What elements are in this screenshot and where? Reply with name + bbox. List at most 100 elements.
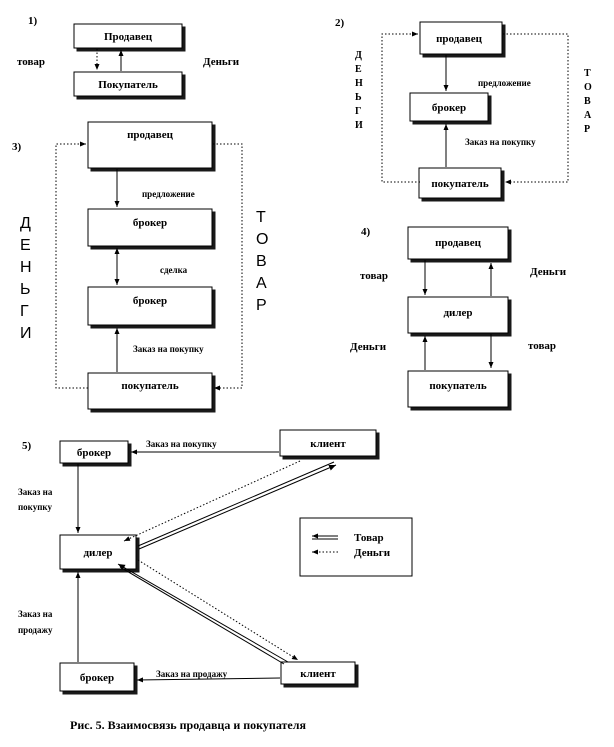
d3-buyer-box	[87, 372, 213, 410]
d2-seller-label: продавец	[436, 33, 483, 45]
diagram-1: 1) Продавец Покупатель товар Деньги	[17, 15, 240, 97]
svg-text:Г: Г	[20, 303, 29, 320]
d5-buy-order-top-label: Заказ на покупку	[146, 439, 217, 449]
d2-offer-label: предложение	[478, 78, 531, 88]
figure-caption: Рис. 5. Взаимосвязь продавца и покупател…	[70, 718, 306, 732]
d2-seller-box	[419, 21, 503, 55]
svg-text:И: И	[20, 325, 32, 342]
diagram-4: 4) продавец дилер покупатель товар Деньг…	[350, 226, 567, 408]
d5-goods-dealer-to-client-top-a	[137, 461, 335, 547]
d3-broker1-box	[87, 208, 213, 247]
d5-broker-top-box	[59, 440, 129, 464]
d4-buyer-box	[407, 370, 509, 408]
d2-goods-vertical-label: Т О В А Р	[584, 68, 592, 135]
d5-legend-box	[299, 517, 413, 577]
d4-top-right-label: Деньги	[530, 266, 567, 278]
diagram-1-number: 1)	[28, 15, 38, 27]
d1-goods-label: товар	[17, 56, 45, 68]
d2-broker-label: брокер	[432, 102, 466, 114]
d3-seller-label: продавец	[127, 129, 174, 141]
d5-client-bottom-label: клиент	[300, 668, 336, 680]
d2-money-vertical-label: Д Е Н Ь Г И	[355, 50, 363, 131]
diagram-2-number: 2)	[335, 17, 345, 29]
d3-money-loop	[55, 141, 88, 389]
svg-text:Е: Е	[355, 64, 362, 75]
svg-text:Г: Г	[355, 106, 361, 117]
d5-client-top-label: клиент	[310, 438, 346, 450]
d3-buyer-label: покупатель	[121, 380, 179, 392]
svg-text:О: О	[584, 82, 592, 93]
d2-broker-box	[409, 92, 489, 122]
d5-sell-order-left-line2: продажу	[18, 625, 53, 635]
d5-sell-order-left-line1: Заказ на	[18, 609, 53, 619]
diagram-3-number: 3)	[12, 141, 22, 153]
d1-money-label: Деньги	[203, 56, 240, 68]
diagram-5-number: 5)	[22, 440, 32, 452]
svg-text:О: О	[256, 231, 268, 248]
svg-text:И: И	[355, 120, 363, 131]
d5-legend-goods-label: Товар	[354, 532, 384, 544]
d3-broker2-box	[87, 286, 213, 326]
d5-buy-order-left-line2: покупку	[18, 502, 52, 512]
d3-deal-label: сделка	[160, 265, 188, 275]
svg-text:Н: Н	[20, 259, 32, 276]
d5-broker-bottom-label: брокер	[80, 672, 114, 684]
d5-money-client-top-to-dealer	[123, 460, 301, 542]
d2-money-loop	[381, 31, 420, 183]
d1-seller-label: Продавец	[104, 31, 153, 43]
d4-top-left-label: товар	[360, 270, 388, 282]
d4-buyer-label: покупатель	[429, 380, 487, 392]
d3-broker2-label: брокер	[133, 295, 167, 307]
d5-sell-order-bottom-arrow	[136, 677, 281, 683]
d3-money-vertical-label: Д Е Н Ь Г И	[20, 215, 32, 342]
svg-text:Р: Р	[256, 297, 267, 314]
d5-buy-order-left-line1: Заказ на	[18, 487, 53, 497]
d4-bottom-left-label: Деньги	[350, 341, 387, 353]
d3-broker1-label: брокер	[133, 217, 167, 229]
d3-goods-loop	[213, 143, 243, 391]
diagram-3: 3) продавец брокер брокер покупатель пре…	[12, 121, 268, 410]
d5-broker-bottom-box	[59, 662, 135, 692]
d4-seller-box	[407, 226, 509, 260]
svg-text:Ь: Ь	[355, 92, 362, 103]
svg-text:Д: Д	[355, 50, 362, 61]
diagram-2: 2) продавец брокер покупатель предложени…	[335, 17, 592, 199]
d3-offer-label: предложение	[142, 189, 195, 199]
d2-order-label: Заказ на покупку	[465, 137, 536, 147]
diagram-4-number: 4)	[361, 226, 371, 238]
d1-buyer-label: Покупатель	[98, 79, 158, 91]
d5-goods-client-bottom-to-dealer-b	[117, 563, 289, 663]
d5-broker-top-label: брокер	[77, 447, 111, 459]
diagram-5: 5) брокер клиент дилер брокер клиент Зак…	[18, 429, 413, 692]
d4-seller-label: продавец	[435, 237, 482, 249]
d1-seller-box	[73, 23, 183, 49]
svg-text:Ь: Ь	[20, 281, 31, 298]
d5-money-dealer-to-client-bottom	[137, 559, 299, 661]
svg-text:Т: Т	[584, 68, 591, 79]
d3-goods-vertical-label: Т О В А Р	[256, 209, 268, 314]
d5-client-bottom-box	[280, 661, 356, 685]
d5-sell-order-bottom-label: Заказ на продажу	[156, 669, 228, 679]
d5-legend-money-label: Деньги	[354, 547, 391, 559]
d1-buyer-box	[73, 71, 183, 97]
d5-goods-dealer-to-client-top-b	[138, 464, 337, 550]
svg-text:Т: Т	[256, 209, 266, 226]
d2-goods-loop	[503, 33, 569, 185]
d5-dealer-box	[59, 534, 137, 570]
d3-order-label: Заказ на покупку	[133, 344, 204, 354]
svg-text:В: В	[256, 253, 267, 270]
d5-dealer-label: дилер	[83, 547, 112, 559]
d4-bottom-right-label: товар	[528, 340, 556, 352]
d4-dealer-box	[407, 296, 509, 334]
svg-text:Е: Е	[20, 237, 31, 254]
d5-client-top-box	[279, 429, 377, 457]
svg-text:А: А	[256, 275, 267, 292]
svg-text:Д: Д	[20, 215, 31, 232]
d4-dealer-label: дилер	[443, 307, 472, 319]
d3-seller-box	[87, 121, 213, 169]
d2-buyer-box	[418, 167, 502, 199]
svg-text:В: В	[584, 96, 591, 107]
svg-text:Р: Р	[584, 124, 590, 135]
svg-text:Н: Н	[355, 78, 363, 89]
d5-goods-client-bottom-to-dealer-a	[119, 566, 285, 665]
